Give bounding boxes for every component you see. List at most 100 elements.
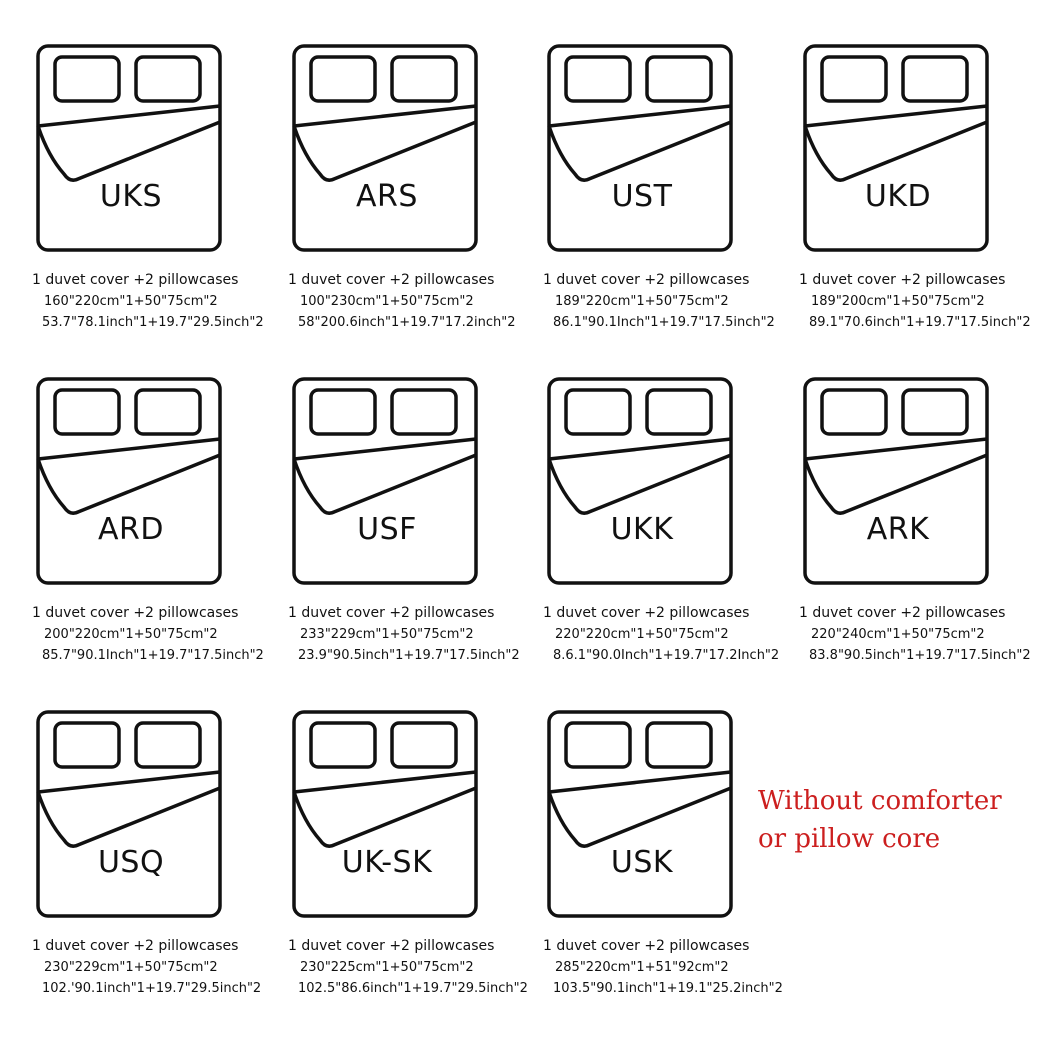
size-code-label: UKD	[864, 179, 932, 214]
bed-illustration: USK	[547, 710, 737, 920]
set-description: 1 duvet cover +2 pillowcases	[543, 605, 750, 621]
size-code-label: UST	[611, 179, 673, 214]
size-code-label: USF	[357, 512, 417, 547]
size-option-card: USK 1 duvet cover +2 pillowcases 285"220cm…	[543, 710, 797, 1040]
size-caption: 1 duvet cover +2 pillowcases 233"229cm"1+…	[288, 603, 542, 666]
size-caption: 1 duvet cover +2 pillowcases 220"240cm"1+…	[799, 603, 1053, 666]
dimensions-inch: 23.9"90.5inch"1+19.7"17.5inch"2	[298, 648, 520, 663]
dimensions-cm: 100"230cm"1+50"75cm"2	[300, 294, 474, 309]
dimensions-inch: 102.'90.1inch"1+19.7"29.5inch"2	[42, 981, 262, 996]
pillow-right-icon	[390, 55, 458, 103]
pillow-left-icon	[564, 388, 632, 436]
set-description: 1 duvet cover +2 pillowcases	[543, 272, 750, 288]
set-description: 1 duvet cover +2 pillowcases	[32, 938, 239, 954]
bed-icon	[292, 710, 478, 918]
size-option-card: USF 1 duvet cover +2 pillowcases 233"229cm…	[288, 377, 542, 707]
pillow-left-icon	[53, 388, 121, 436]
size-code-label: UKK	[610, 512, 674, 547]
pillow-right-icon	[901, 388, 969, 436]
size-caption: 1 duvet cover +2 pillowcases 220"220cm"1+…	[543, 603, 797, 666]
dimensions-cm: 220"240cm"1+50"75cm"2	[811, 627, 985, 642]
size-code-label: ARK	[866, 512, 930, 547]
size-code-label: ARS	[356, 179, 418, 214]
dimensions-cm: 233"229cm"1+50"75cm"2	[300, 627, 474, 642]
set-description: 1 duvet cover +2 pillowcases	[288, 272, 495, 288]
dimensions-cm: 230"229cm"1+50"75cm"2	[44, 960, 218, 975]
set-description: 1 duvet cover +2 pillowcases	[799, 605, 1006, 621]
bed-illustration: UK-SK	[292, 710, 482, 920]
pillow-right-icon	[134, 721, 202, 769]
pillow-right-icon	[901, 55, 969, 103]
bed-icon	[36, 377, 222, 585]
size-caption: 1 duvet cover +2 pillowcases 230"225cm"1+…	[288, 936, 542, 999]
pillow-left-icon	[564, 721, 632, 769]
dimensions-cm: 189"200cm"1+50"75cm"2	[811, 294, 985, 309]
dimensions-inch: 8.6.1"90.0Inch"1+19.7"17.2Inch"2	[553, 648, 780, 663]
dimensions-cm: 200"220cm"1+50"75cm"2	[44, 627, 218, 642]
dimensions-cm: 189"220cm"1+50"75cm"2	[555, 294, 729, 309]
size-option-card: ARD 1 duvet cover +2 pillowcases 200"220cm…	[32, 377, 286, 707]
pillow-left-icon	[53, 55, 121, 103]
dimensions-inch: 83.8"90.5inch"1+19.7"17.5inch"2	[809, 648, 1031, 663]
pillow-right-icon	[134, 388, 202, 436]
size-code-label: USK	[610, 845, 674, 880]
size-caption: 1 duvet cover +2 pillowcases 100"230cm"1+…	[288, 270, 542, 333]
bed-illustration: USQ	[36, 710, 226, 920]
pillow-right-icon	[645, 388, 713, 436]
size-code-label: UK-SK	[341, 845, 433, 880]
bed-icon	[547, 377, 733, 585]
note-text: Without comforter or pillow core	[758, 782, 1018, 858]
bed-icon	[547, 44, 733, 252]
size-caption: 1 duvet cover +2 pillowcases 230"229cm"1+…	[32, 936, 286, 999]
size-code-label: ARD	[98, 512, 164, 547]
note-line-1: Without comforter	[758, 786, 1002, 816]
pillow-left-icon	[309, 721, 377, 769]
dimensions-inch: 86.1"90.1Inch"1+19.7"17.5inch"2	[553, 315, 775, 330]
pillow-right-icon	[645, 55, 713, 103]
bed-icon	[292, 377, 478, 585]
bed-icon	[292, 44, 478, 252]
size-code-label: UKS	[99, 179, 163, 214]
bed-illustration: UKD	[803, 44, 993, 254]
bed-illustration: USF	[292, 377, 482, 587]
size-caption: 1 duvet cover +2 pillowcases 285"220cm"1+…	[543, 936, 797, 999]
size-code-label: USQ	[97, 845, 165, 880]
dimensions-cm: 285"220cm"1+51"92cm"2	[555, 960, 729, 975]
pillow-left-icon	[53, 721, 121, 769]
size-option-card: UST 1 duvet cover +2 pillowcases 189"220cm…	[543, 44, 797, 374]
size-option-card: UK-SK 1 duvet cover +2 pillowcases 230"225…	[288, 710, 542, 1040]
bed-illustration: ARD	[36, 377, 226, 587]
bed-illustration: UKS	[36, 44, 226, 254]
set-description: 1 duvet cover +2 pillowcases	[543, 938, 750, 954]
dimensions-inch: 58"200.6inch"1+19.7"17.2inch"2	[298, 315, 516, 330]
pillow-left-icon	[309, 55, 377, 103]
pillow-left-icon	[309, 388, 377, 436]
pillow-right-icon	[645, 721, 713, 769]
dimensions-cm: 230"225cm"1+50"75cm"2	[300, 960, 474, 975]
set-description: 1 duvet cover +2 pillowcases	[32, 605, 239, 621]
pillow-left-icon	[564, 55, 632, 103]
bed-icon	[547, 710, 733, 918]
dimensions-inch: 102.5"86.6inch"1+19.7"29.5inch"2	[298, 981, 528, 996]
set-description: 1 duvet cover +2 pillowcases	[288, 605, 495, 621]
pillow-left-icon	[820, 55, 888, 103]
set-description: 1 duvet cover +2 pillowcases	[288, 938, 495, 954]
bed-illustration: ARK	[803, 377, 993, 587]
bed-icon	[36, 710, 222, 918]
dimensions-inch: 103.5"90.1inch"1+19.1"25.2inch"2	[553, 981, 783, 996]
pillow-left-icon	[820, 388, 888, 436]
bed-icon	[803, 44, 989, 252]
bed-icon	[803, 377, 989, 585]
size-option-card: ARS 1 duvet cover +2 pillowcases 100"230cm…	[288, 44, 542, 374]
dimensions-inch: 89.1"70.6inch"1+19.7"17.5inch"2	[809, 315, 1031, 330]
size-option-card: UKK 1 duvet cover +2 pillowcases 220"220cm…	[543, 377, 797, 707]
pillow-right-icon	[390, 721, 458, 769]
dimensions-cm: 160"220cm"1+50"75cm"2	[44, 294, 218, 309]
dimensions-cm: 220"220cm"1+50"75cm"2	[555, 627, 729, 642]
pillow-right-icon	[390, 388, 458, 436]
bed-illustration: ARS	[292, 44, 482, 254]
size-option-card: USQ 1 duvet cover +2 pillowcases 230"229cm…	[32, 710, 286, 1040]
